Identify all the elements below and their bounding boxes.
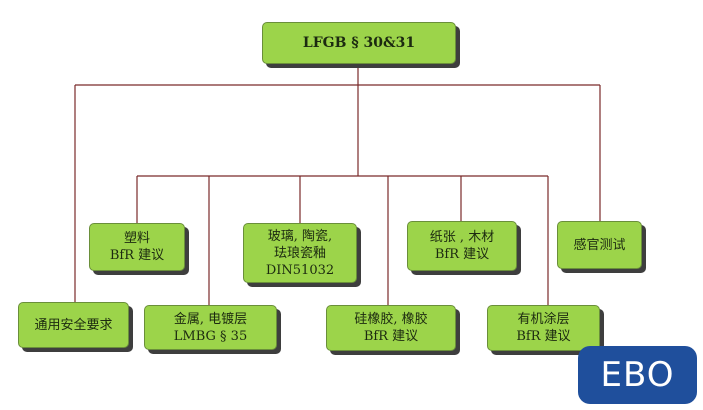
- node-general-line: 通用安全要求: [34, 317, 113, 333]
- node-silicone-line-1: 硅橡胶, 橡胶: [354, 312, 428, 327]
- node-paper-line-1: 纸张 , 木材: [429, 230, 495, 245]
- node-glass-line-3: DIN51032: [265, 262, 335, 278]
- node-sensory-test: 感官测试: [557, 221, 642, 269]
- node-organic-line-2: BfR 建议: [516, 329, 571, 344]
- node-organic-coating: 有机涂层 BfR 建议: [487, 305, 600, 351]
- node-metal-line-1: 金属, 电镀层: [173, 311, 248, 327]
- node-glass-ceramic: 玻璃, 陶瓷, 珐琅瓷釉 DIN51032: [243, 223, 357, 283]
- node-sensory-line: 感官测试: [573, 237, 626, 253]
- node-plastics-line-2: BfR 建议: [109, 248, 165, 263]
- ebo-logo: EBO: [578, 346, 697, 404]
- node-plastics: 塑料 BfR 建议: [89, 223, 185, 271]
- node-root-line: LFGB § 30&31: [302, 34, 416, 51]
- ebo-logo-text: EBO: [600, 355, 675, 395]
- node-paper-line-2: BfR 建议: [434, 247, 490, 262]
- node-plastics-line-1: 塑料: [123, 231, 150, 246]
- node-silicone-rubber: 硅橡胶, 橡胶 BfR 建议: [326, 305, 456, 351]
- node-metal-plating: 金属, 电镀层 LMBG § 35: [144, 305, 277, 350]
- node-lfgb-root: LFGB § 30&31: [262, 22, 456, 64]
- node-metal-line-2: LMBG § 35: [173, 328, 248, 344]
- node-glass-line-1: 玻璃, 陶瓷,: [267, 228, 333, 244]
- node-paper-wood: 纸张 , 木材 BfR 建议: [407, 221, 517, 271]
- node-silicone-line-2: BfR 建议: [363, 329, 419, 344]
- node-organic-line-1: 有机涂层: [517, 312, 570, 327]
- node-general-safety: 通用安全要求: [18, 302, 129, 348]
- node-glass-line-2: 珐琅瓷釉: [273, 245, 326, 261]
